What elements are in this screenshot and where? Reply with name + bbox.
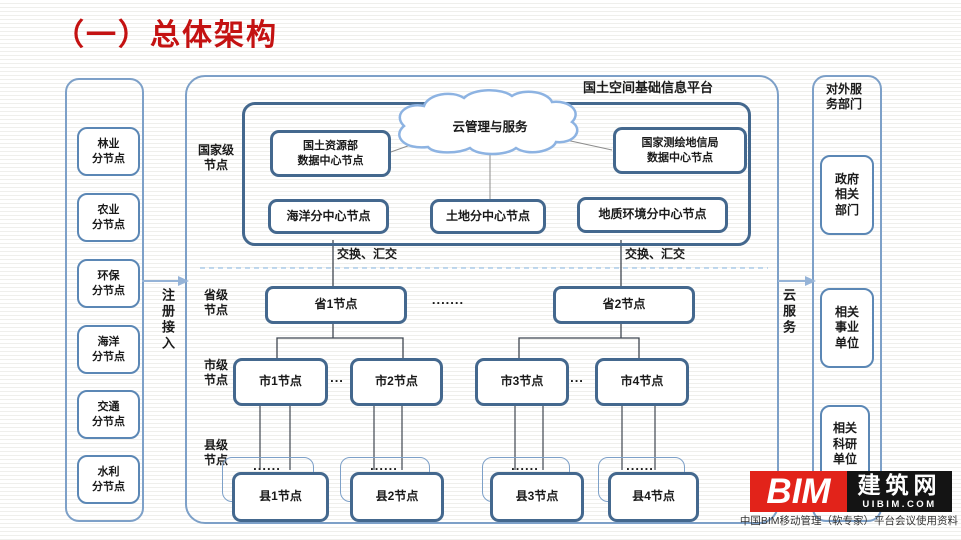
platform-container — [185, 75, 779, 524]
subnode-label: 分节点 — [92, 218, 125, 231]
node-county-1: 县1节点 — [232, 472, 329, 522]
org-label-line: 单位 — [834, 335, 859, 350]
bim-logo-domain: UIBIM.COM — [862, 498, 937, 510]
org-government: 政府 相关 部门 — [820, 155, 874, 235]
bim-logo-mark: BIM — [750, 471, 847, 512]
node-label: 市1节点 — [259, 374, 302, 389]
county-ellipsis: ...... — [511, 458, 539, 473]
node-label-line: 数据中心节点 — [647, 151, 713, 164]
node-label: 县3节点 — [515, 489, 559, 504]
subnode-label: 环保 — [97, 270, 120, 283]
subnode-label: 分节点 — [92, 284, 125, 297]
org-institutions: 相关 事业 单位 — [820, 288, 874, 368]
node-label: 县4节点 — [632, 489, 675, 504]
subnode-label: 交通 — [97, 401, 120, 414]
level-label-line: 节点 — [203, 158, 228, 172]
node-mnr-datacenter: 国土资源部 数据中心节点 — [270, 130, 391, 177]
node-county-2: 县2节点 — [350, 472, 444, 522]
node-label: 土地分中心节点 — [445, 208, 530, 223]
node-land-center: 土地分中心节点 — [430, 199, 546, 234]
subnode-label: 分节点 — [92, 350, 125, 363]
left-subnodes-container — [65, 78, 144, 522]
level-label-line: 国家级 — [197, 143, 234, 157]
subnode-label: 水利 — [97, 466, 120, 479]
node-label-line: 国土资源部 — [303, 140, 358, 153]
subnode-water: 水利 分节点 — [77, 455, 140, 504]
subnode-label: 分节点 — [92, 415, 125, 428]
node-label: 市3节点 — [500, 374, 544, 389]
org-label-line: 相关 — [834, 304, 859, 319]
exchange-label-right: 交换、汇交 — [625, 247, 686, 261]
node-county-4: 县4节点 — [608, 472, 699, 522]
title-line: 务部门 — [825, 97, 862, 111]
level-label-line: 省级 — [203, 288, 228, 302]
subnode-label: 分节点 — [92, 480, 125, 493]
county-ellipsis: ...... — [370, 458, 398, 473]
node-label: 地质环境分中心节点 — [598, 207, 707, 222]
bim-logo-name-block: 建筑网 UIBIM.COM — [847, 471, 952, 512]
node-city-3: 市3节点 — [475, 358, 569, 406]
level-label-line: 节点 — [203, 373, 228, 387]
subnode-forestry: 林业 分节点 — [77, 127, 140, 176]
org-label-line: 单位 — [832, 452, 857, 467]
node-county-3: 县3节点 — [490, 472, 584, 522]
node-label: 省2节点 — [602, 297, 646, 312]
city-ellipsis: ... — [570, 370, 584, 385]
node-city-2: 市2节点 — [350, 358, 443, 406]
city-level-label: 市级 节点 — [193, 358, 239, 388]
node-label: 海洋分中心节点 — [286, 208, 371, 223]
node-label: 县1节点 — [259, 489, 302, 504]
page-title: （一）总体架构 — [54, 19, 278, 52]
org-label-line: 科研 — [832, 436, 857, 451]
national-level-label: 国家级 节点 — [193, 143, 239, 173]
node-city-4: 市4节点 — [595, 358, 689, 406]
node-label: 市4节点 — [620, 374, 664, 389]
external-services-container — [812, 75, 882, 522]
register-access-label: 注册接入 — [160, 288, 175, 352]
subnode-label: 农业 — [97, 204, 120, 217]
subnode-label: 分节点 — [92, 152, 125, 165]
subnode-agriculture: 农业 分节点 — [77, 193, 140, 242]
org-label-line: 政府 — [834, 171, 859, 186]
cloud-service-label: 云服务 — [781, 288, 796, 336]
title-line: 对外服 — [825, 82, 862, 96]
city-ellipsis: ... — [330, 370, 344, 385]
subnode-transport: 交通 分节点 — [77, 390, 140, 439]
watermark-text: 中国BIM移动管理（软专家）平台会议使用资料 — [739, 515, 958, 527]
province-ellipsis: ....... — [431, 292, 465, 307]
node-province-1: 省1节点 — [265, 286, 407, 324]
level-label-line: 节点 — [203, 453, 228, 467]
org-label-line: 相关 — [832, 421, 857, 435]
node-surveying-datacenter: 国家测绘地信局 数据中心节点 — [613, 127, 747, 174]
org-label-line: 部门 — [834, 202, 859, 217]
county-ellipsis: ...... — [626, 458, 654, 473]
bim-logo-name: 建筑网 — [857, 471, 942, 498]
node-label-line: 国家测绘地信局 — [641, 137, 719, 150]
subnode-label: 林业 — [97, 138, 120, 151]
bim-logo: BIM 建筑网 UIBIM.COM — [750, 471, 952, 512]
county-level-label: 县级 节点 — [193, 438, 239, 468]
org-label-line: 事业 — [834, 320, 859, 335]
node-city-1: 市1节点 — [233, 358, 328, 406]
level-label-line: 节点 — [203, 303, 228, 317]
org-label-line: 相关 — [834, 187, 859, 202]
external-services-title: 对外服 务部门 — [815, 82, 873, 112]
subnode-environment: 环保 分节点 — [77, 259, 140, 308]
node-label: 省1节点 — [314, 297, 358, 312]
province-level-label: 省级 节点 — [193, 288, 239, 318]
platform-title: 国土空间基础信息平台 — [583, 80, 714, 95]
node-label: 县2节点 — [375, 489, 419, 504]
node-province-2: 省2节点 — [553, 286, 695, 324]
level-label-line: 市级 — [203, 358, 228, 372]
exchange-label-left: 交换、汇交 — [337, 247, 398, 261]
node-label: 市2节点 — [375, 374, 418, 389]
subnode-ocean: 海洋 分节点 — [77, 325, 140, 374]
level-label-line: 县级 — [203, 438, 228, 452]
node-label-line: 数据中心节点 — [297, 154, 364, 167]
node-geology-center: 地质环境分中心节点 — [577, 197, 728, 233]
node-ocean-center: 海洋分中心节点 — [268, 199, 389, 234]
subnode-label: 海洋 — [97, 336, 120, 349]
county-ellipsis: ...... — [253, 458, 281, 473]
cloud-management-label: 云管理与服务 — [452, 120, 528, 134]
